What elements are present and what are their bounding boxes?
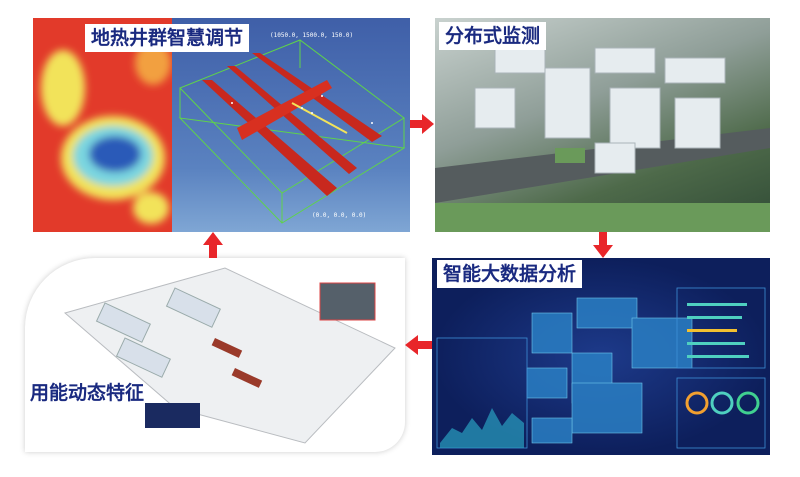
arrow-up-icon [203, 232, 223, 258]
well-field-model [178, 39, 406, 224]
bigdata-panel: 智能大数据分析 [432, 258, 770, 455]
building-floorplan-image [63, 267, 396, 444]
industrial-park-aerial-image [435, 47, 770, 232]
3d-model-image: (1050.0, 1500.0, 150.0) (0.0, 0.0, 0.0) [172, 18, 410, 232]
bigdata-title: 智能大数据分析 [437, 260, 583, 288]
arrow-right-icon [410, 114, 434, 134]
arrow-down-icon [593, 232, 613, 258]
energy-title: 用能动态特征 [30, 382, 145, 404]
heatmap-image [33, 18, 172, 232]
geothermal-panel: (1050.0, 1500.0, 150.0) (0.0, 0.0, 0.0) … [33, 18, 410, 232]
geothermal-title: 地热井群智慧调节 [85, 24, 250, 52]
monitoring-panel: 分布式监测 [435, 18, 770, 232]
energy-panel: 用能动态特征 [25, 258, 405, 452]
arrow-left-icon [405, 335, 432, 355]
monitoring-title: 分布式监测 [439, 22, 547, 50]
dashboard-image [436, 287, 766, 449]
coord-max-label: (1050.0, 1500.0, 150.0) [270, 32, 354, 39]
coord-min-label: (0.0, 0.0, 0.0) [312, 212, 367, 219]
